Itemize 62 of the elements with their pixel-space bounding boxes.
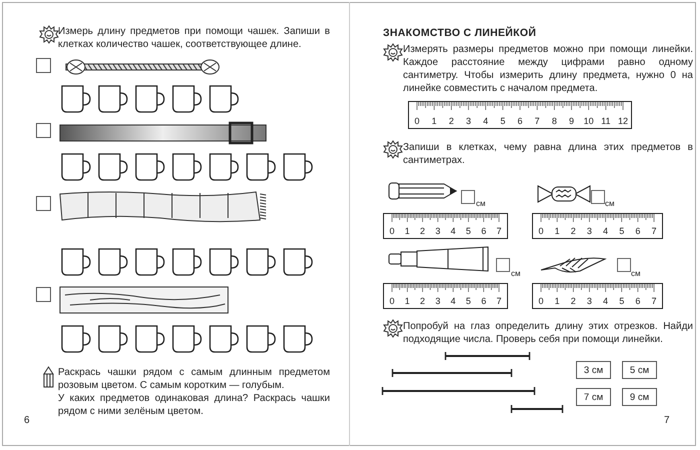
unit-label: см bbox=[511, 268, 522, 280]
instruction-text: Раскрась чашки рядом с самым длинным предметом розовым цветом. С самым коротким — голубым. bbox=[58, 366, 330, 392]
unit-label: см bbox=[605, 198, 616, 210]
ruler-number: 3 bbox=[586, 226, 592, 236]
instruction-text: У каких предметов одинаковая длина? Раскрась чашки рядом с ними зелёным цветом. bbox=[58, 392, 330, 418]
instruction-text: Запиши в клетках, чему равна длина этих предметов в сантиметрах. bbox=[403, 141, 693, 167]
ruler-number: 6 bbox=[635, 296, 640, 306]
ruler-number: 1 bbox=[404, 296, 410, 306]
ruler-number: 4 bbox=[483, 116, 488, 126]
ruler-number: 2 bbox=[570, 226, 576, 236]
ruler-number: 0 bbox=[390, 226, 394, 236]
instruction-text: Попробуй на глаз определить длину этих отрезков. Найди подходящие числа. Проверь себя при помощи линейки. bbox=[403, 320, 693, 346]
ruler-number: 7 bbox=[496, 226, 502, 236]
ruler-number: 12 bbox=[618, 116, 628, 126]
ruler-number: 6 bbox=[518, 116, 522, 126]
ruler-number: 11 bbox=[601, 116, 610, 126]
ruler-number: 5 bbox=[500, 116, 506, 126]
ruler-number: 0 bbox=[390, 296, 394, 306]
ruler-number: 4 bbox=[603, 226, 608, 236]
ruler-number: 0 bbox=[538, 226, 544, 236]
ruler-number: 2 bbox=[420, 296, 426, 306]
ruler-number: 4 bbox=[603, 296, 608, 306]
ruler-number: 2 bbox=[448, 116, 454, 126]
ruler-number: 4 bbox=[450, 296, 456, 306]
ruler-number: 8 bbox=[552, 116, 557, 126]
ruler-number: 7 bbox=[534, 116, 540, 126]
ruler-number: 1 bbox=[432, 116, 437, 126]
answer-option: 7 см bbox=[576, 388, 611, 406]
ruler-number: 5 bbox=[466, 226, 471, 236]
ruler-number: 3 bbox=[435, 296, 440, 306]
instruction-text: Измерять размеры предметов можно при помощи линейки. Каждое расстояние между цифрами равно одному сантиметру. Чтобы измерить длину предмета, нужно 0 на линейке совместить с началом предмета. bbox=[403, 43, 693, 95]
ruler-number: 2 bbox=[570, 296, 576, 306]
ruler-number: 5 bbox=[466, 296, 471, 306]
ruler-number: 3 bbox=[586, 296, 592, 306]
ruler-number: 9 bbox=[569, 116, 574, 126]
ruler-number: 1 bbox=[404, 226, 410, 236]
ruler-number: 7 bbox=[496, 296, 502, 306]
unit-label: см bbox=[631, 268, 642, 280]
answer-option: 3 см bbox=[576, 361, 611, 379]
ruler-number: 4 bbox=[450, 226, 456, 236]
ruler-number: 0 bbox=[414, 116, 420, 126]
ruler-number: 3 bbox=[435, 226, 440, 236]
ruler-number: 6 bbox=[481, 226, 486, 236]
page-number: 7 bbox=[664, 414, 671, 427]
ruler-number: 1 bbox=[554, 296, 560, 306]
ruler-number: 3 bbox=[466, 116, 471, 126]
ruler-number: 0 bbox=[538, 296, 544, 306]
ruler-number: 7 bbox=[652, 226, 656, 236]
ruler-number: 5 bbox=[619, 226, 624, 236]
instruction-text: Измерь длину предметов при помощи чашек. Запиши в клетках количество чашек, соответствующее длине. bbox=[58, 25, 330, 51]
page-number: 6 bbox=[24, 414, 31, 427]
unit-label: см bbox=[476, 198, 486, 210]
ruler-number: 6 bbox=[481, 296, 486, 306]
ruler-number: 2 bbox=[420, 226, 426, 236]
ruler-number: 5 bbox=[619, 296, 624, 306]
answer-option: 9 см bbox=[622, 388, 657, 406]
ruler-number: 6 bbox=[635, 226, 640, 236]
ruler-number: 7 bbox=[652, 296, 656, 306]
ruler-number: 1 bbox=[554, 226, 560, 236]
section-title: ЗНАКОМСТВО С ЛИНЕЙКОЙ bbox=[383, 27, 538, 39]
answer-option: 5 см bbox=[622, 361, 657, 379]
ruler-number: 10 bbox=[584, 116, 594, 126]
